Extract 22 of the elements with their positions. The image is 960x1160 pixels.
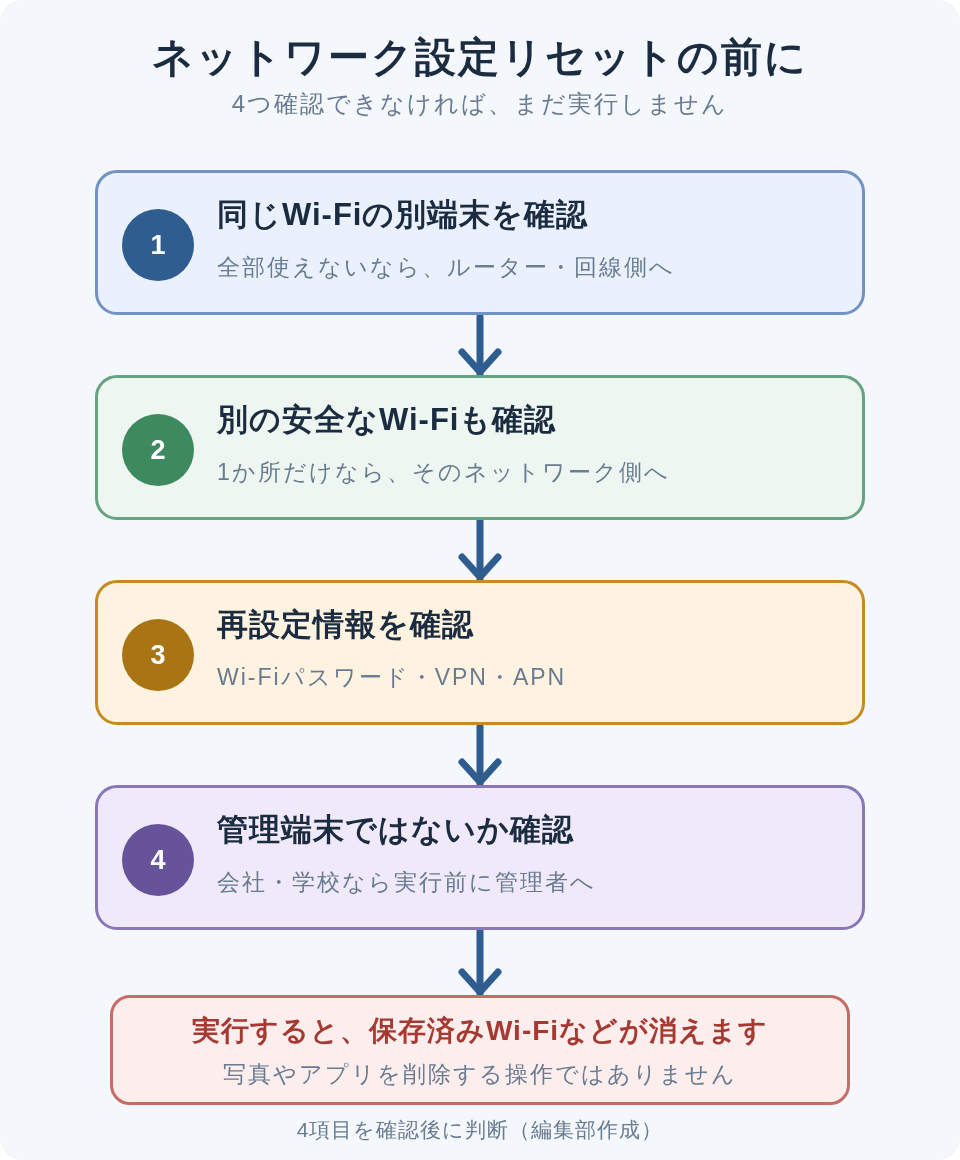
step-note: 1か所だけなら、そのネットワーク側へ: [217, 458, 670, 487]
step-box: [95, 170, 865, 315]
step-note: Wi-Fiパスワード・VPN・APN: [217, 663, 567, 692]
step-box: [95, 785, 865, 930]
title: ネットワーク設定リセットの前に: [152, 33, 808, 82]
number-badge: 1: [122, 209, 194, 281]
step-note: 会社・学校なら実行前に管理者へ: [217, 868, 596, 897]
caption: 4項目を確認後に判断（編集部作成）: [296, 1117, 664, 1143]
step-box: [95, 580, 865, 725]
warning-note: 写真やアプリを削除する操作ではありません: [223, 1060, 737, 1089]
step-heading: 別の安全なWi-Fiも確認: [217, 401, 557, 439]
number-badge: 4: [122, 824, 194, 896]
subtitle: 4つ確認できなければ、まだ実行しません: [231, 89, 729, 119]
warning-box: [110, 995, 850, 1105]
step-note: 全部使えないなら、ルーター・回線側へ: [217, 253, 675, 282]
step-heading: 同じWi-Fiの別端末を確認: [217, 196, 589, 234]
step-heading: 再設定情報を確認: [217, 606, 474, 644]
step-box: [95, 375, 865, 520]
number-badge: 2: [122, 414, 194, 486]
warning-heading: 実行すると、保存済みWi-Fiなどが消えます: [191, 1014, 769, 1048]
number-badge: 3: [122, 619, 194, 691]
step-heading: 管理端末ではないか確認: [217, 811, 574, 849]
